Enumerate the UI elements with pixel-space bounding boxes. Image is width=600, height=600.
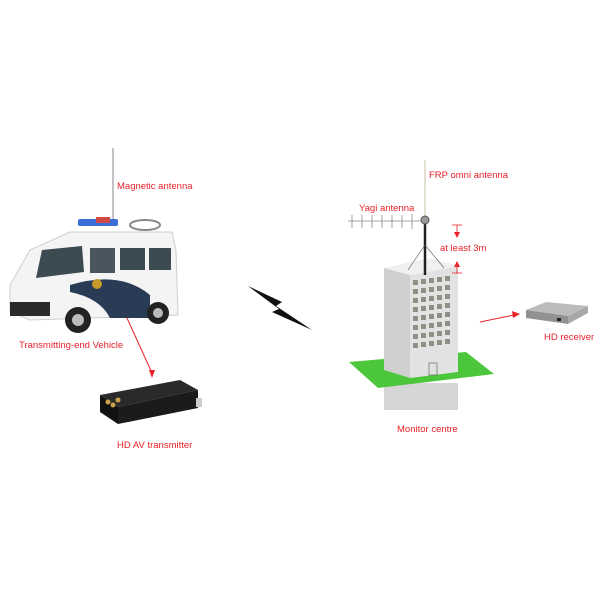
magnetic-antenna-label: Magnetic antenna [117, 181, 193, 192]
monitor-centre-building [349, 258, 494, 410]
police-van-illustration [9, 217, 179, 333]
height-note-label: at least 3m [440, 243, 487, 254]
height-arrow-up-icon [454, 261, 460, 267]
arrow-to-receiver-icon [512, 311, 520, 318]
hd-receiver-label: HD receiver [544, 332, 595, 343]
lightning-bolt-icon [248, 286, 312, 330]
yagi-antenna-illustration [348, 214, 425, 229]
hd-av-transmitter-label: HD AV transmitter [117, 440, 193, 451]
frp-omni-antenna-label: FRP omni antenna [429, 170, 509, 181]
arrow-to-transmitter-icon [149, 370, 155, 378]
monitor-centre-label: Monitor centre [397, 424, 458, 435]
hd-receiver-illustration [526, 302, 588, 324]
yagi-antenna-label: Yagi antenna [359, 203, 415, 214]
transmitting-vehicle-label: Transmitting-end Vehicle [19, 340, 124, 351]
hd-av-transmitter-illustration [100, 380, 202, 424]
height-arrow-down-icon [454, 232, 460, 238]
